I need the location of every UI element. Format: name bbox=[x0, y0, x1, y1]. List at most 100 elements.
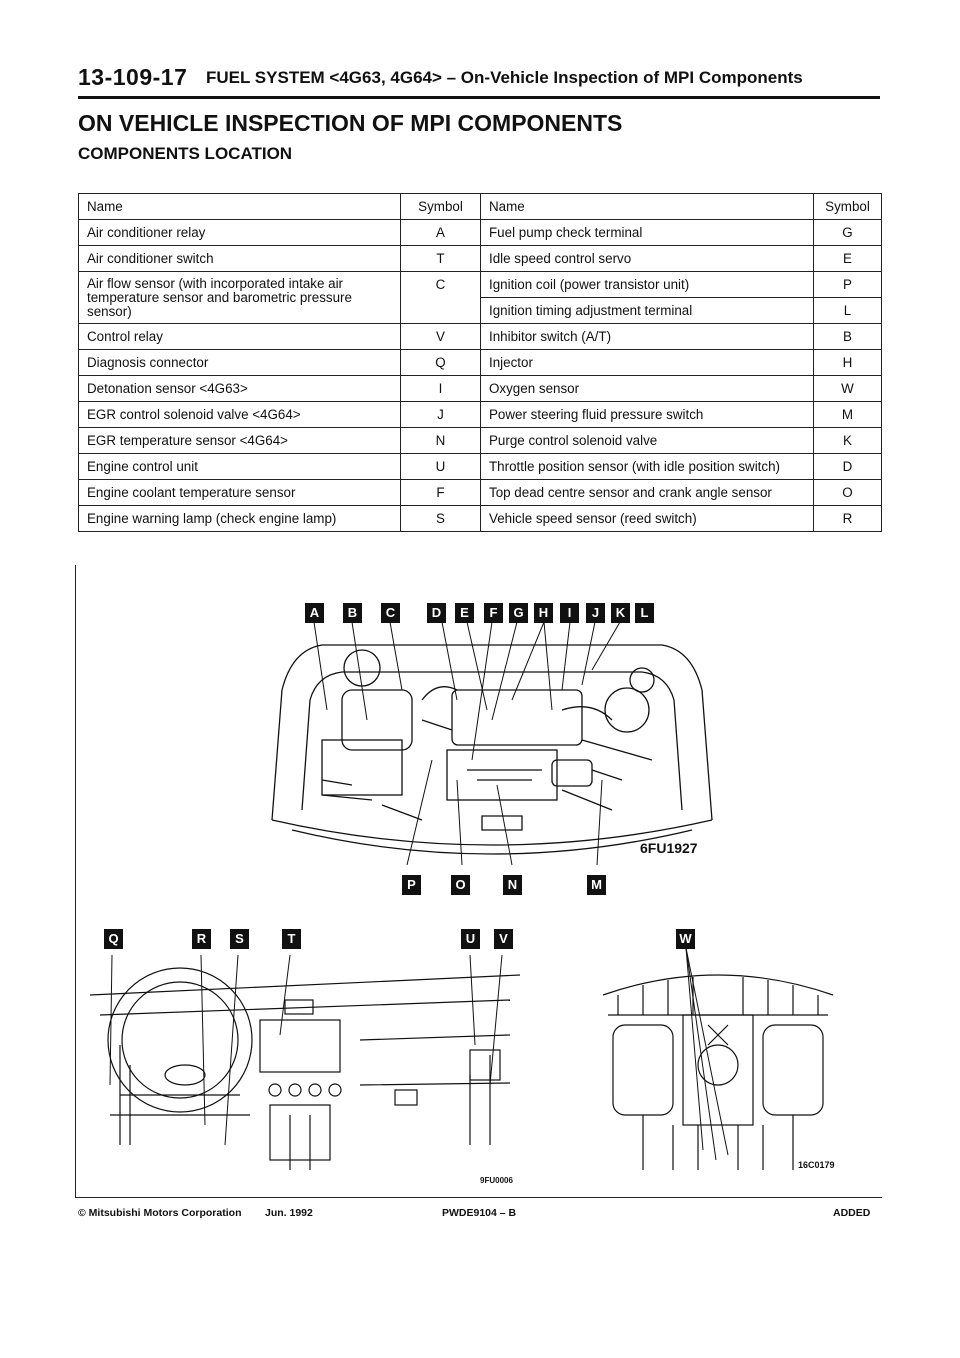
underbody-illustration bbox=[602, 974, 834, 1170]
component-symbol: D bbox=[813, 453, 882, 480]
component-symbol: F bbox=[400, 479, 481, 506]
component-name: EGR control solenoid valve <4G64> bbox=[78, 401, 401, 428]
component-name: Detonation sensor <4G63> bbox=[78, 375, 401, 402]
callout-P: P bbox=[402, 875, 421, 895]
callout-F: F bbox=[484, 603, 503, 623]
callout-V: V bbox=[494, 929, 513, 949]
engine-bay-illustration bbox=[271, 644, 713, 855]
callout-K: K bbox=[611, 603, 630, 623]
component-name: Air flow sensor (with incorporated intak… bbox=[78, 271, 401, 324]
callout-E: E bbox=[455, 603, 474, 623]
callout-O: O bbox=[451, 875, 470, 895]
component-symbol: E bbox=[813, 245, 882, 272]
component-name: Control relay bbox=[78, 323, 401, 350]
component-symbol: G bbox=[813, 219, 882, 246]
component-name: Inhibitor switch (A/T) bbox=[480, 323, 814, 350]
dashboard-illustration bbox=[90, 967, 521, 1170]
table-header-cell: Symbol bbox=[813, 193, 882, 220]
callout-L: L bbox=[635, 603, 654, 623]
page-header: 13-109-17 FUEL SYSTEM <4G63, 4G64> – On-… bbox=[78, 60, 880, 99]
component-symbol: C bbox=[400, 271, 481, 324]
component-symbol: M bbox=[813, 401, 882, 428]
component-name: Ignition coil (power transistor unit) bbox=[480, 271, 814, 298]
component-name: Engine warning lamp (check engine lamp) bbox=[78, 505, 401, 532]
callout-B: B bbox=[343, 603, 362, 623]
component-name: EGR temperature sensor <4G64> bbox=[78, 427, 401, 454]
component-symbol: H bbox=[813, 349, 882, 376]
callout-Q: Q bbox=[104, 929, 123, 949]
component-symbol: W bbox=[813, 375, 882, 402]
dashboard-figure-code: 9FU0006 bbox=[480, 1176, 513, 1185]
component-name: Top dead centre sensor and crank angle s… bbox=[480, 479, 814, 506]
callout-N: N bbox=[503, 875, 522, 895]
component-symbol: A bbox=[400, 219, 481, 246]
component-name: Engine coolant temperature sensor bbox=[78, 479, 401, 506]
component-name: Ignition timing adjustment terminal bbox=[480, 297, 814, 324]
component-name: Diagnosis connector bbox=[78, 349, 401, 376]
component-name: Oxygen sensor bbox=[480, 375, 814, 402]
figure-frame bbox=[75, 565, 882, 1198]
callout-C: C bbox=[381, 603, 400, 623]
component-symbol: V bbox=[400, 323, 481, 350]
callout-I: I bbox=[560, 603, 579, 623]
component-name: Throttle position sensor (with idle posi… bbox=[480, 453, 814, 480]
callout-J: J bbox=[586, 603, 605, 623]
callout-R: R bbox=[192, 929, 211, 949]
component-name: Vehicle speed sensor (reed switch) bbox=[480, 505, 814, 532]
component-symbol: I bbox=[400, 375, 481, 402]
dashboard-leader-lines bbox=[109, 954, 503, 1146]
component-name: Idle speed control servo bbox=[480, 245, 814, 272]
component-symbol: R bbox=[813, 505, 882, 532]
engine-figure-code: 6FU1927 bbox=[640, 840, 698, 856]
component-symbol: U bbox=[400, 453, 481, 480]
table-row: Engine warning lamp (check engine lamp)S… bbox=[78, 505, 882, 532]
component-name: Injector bbox=[480, 349, 814, 376]
callout-D: D bbox=[427, 603, 446, 623]
component-symbol: B bbox=[813, 323, 882, 350]
footer-status: ADDED bbox=[833, 1207, 871, 1219]
component-name: Engine control unit bbox=[78, 453, 401, 480]
callout-W: W bbox=[676, 929, 695, 949]
callout-M: M bbox=[587, 875, 606, 895]
component-name: Purge control solenoid valve bbox=[480, 427, 814, 454]
underbody-figure-code: 16C0179 bbox=[798, 1160, 835, 1170]
component-name: Power steering fluid pressure switch bbox=[480, 401, 814, 428]
component-symbol: T bbox=[400, 245, 481, 272]
component-symbol: O bbox=[813, 479, 882, 506]
component-symbol: P bbox=[813, 271, 882, 298]
component-name: Fuel pump check terminal bbox=[480, 219, 814, 246]
engine-leader-lines bbox=[313, 621, 621, 866]
callout-S: S bbox=[230, 929, 249, 949]
table-header-cell: Name bbox=[78, 193, 401, 220]
component-symbol: J bbox=[400, 401, 481, 428]
footer-copyright: © Mitsubishi Motors Corporation bbox=[78, 1207, 242, 1219]
component-symbol: Q bbox=[400, 349, 481, 376]
page-title: ON VEHICLE INSPECTION OF MPI COMPONENTS bbox=[78, 110, 623, 136]
page-subtitle: COMPONENTS LOCATION bbox=[78, 144, 293, 163]
component-symbol: K bbox=[813, 427, 882, 454]
table-header-cell: Name bbox=[480, 193, 814, 220]
table-row: Air flow sensor (with incorporated intak… bbox=[78, 271, 882, 324]
component-symbol: N bbox=[400, 427, 481, 454]
footer-date: Jun. 1992 bbox=[265, 1207, 313, 1219]
underbody-leader-lines bbox=[685, 947, 729, 1161]
component-name: Air conditioner relay bbox=[78, 219, 401, 246]
footer-doc-code: PWDE9104 – B bbox=[442, 1207, 517, 1219]
callout-U: U bbox=[461, 929, 480, 949]
component-name: Air conditioner switch bbox=[78, 245, 401, 272]
callout-G: G bbox=[509, 603, 528, 623]
page-number: 13-109-17 bbox=[78, 64, 188, 90]
callout-H: H bbox=[534, 603, 553, 623]
